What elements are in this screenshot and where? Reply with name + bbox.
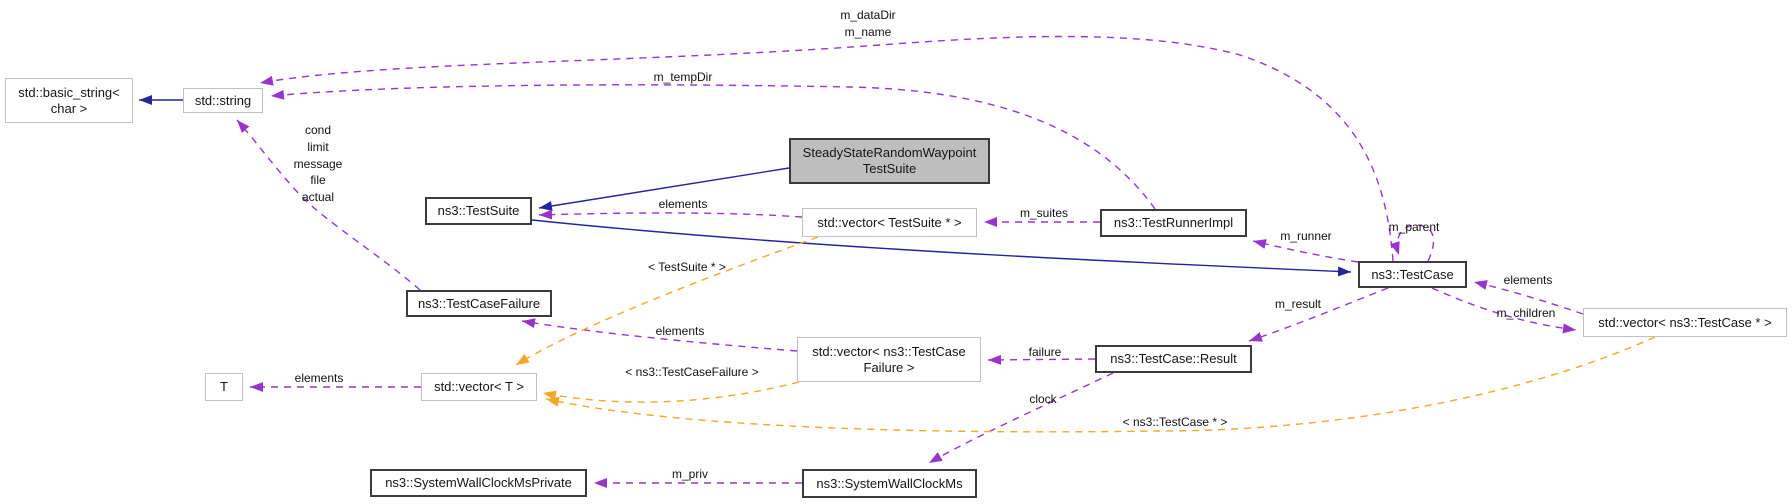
edge-label-m-children: m_children: [1496, 306, 1556, 320]
node-t: T: [205, 373, 243, 401]
edge-m-parent-self-loop: [1390, 224, 1435, 262]
node-steadystate: SteadyStateRandomWaypoint TestSuite: [789, 138, 990, 184]
edge-label-m-tempdir: m_tempDir: [653, 70, 713, 84]
edge-label-tpl-failure: < ns3::TestCaseFailure >: [625, 365, 759, 379]
edge-m-result-edge: [1248, 287, 1389, 342]
edge-label-tpl-testcase: < ns3::TestCase * >: [1122, 415, 1228, 429]
edge-label-elements-testsuite: elements: [658, 197, 708, 211]
edge-m-tempdir-edge: [270, 84, 1156, 210]
edge-label-tpl-testsuite: < TestSuite * >: [648, 260, 726, 274]
node-vector-t: std::vector< T >: [421, 373, 537, 401]
node-std-string: std::string: [183, 88, 263, 113]
edge-label-elements-testcasefailure: elements: [655, 324, 705, 338]
edge-label-m-priv: m_priv: [671, 467, 709, 481]
edge-label-clock: clock: [1029, 392, 1057, 406]
edge-label-cond-stack: cond limit message file actual: [293, 123, 343, 205]
edge-label-m-parent: m_parent: [1388, 220, 1440, 234]
edge-label-m-datadir-m-name: m_dataDir m_name: [840, 8, 896, 39]
node-testcase[interactable]: ns3::TestCase: [1358, 261, 1467, 288]
edge-label-m-result: m_result: [1274, 297, 1322, 311]
edge-label-elements-testcase: elements: [1503, 273, 1553, 287]
node-vector-failure: std::vector< ns3::TestCase Failure >: [797, 337, 981, 382]
edge-elements-to-testcase: [1473, 280, 1584, 315]
edge-m-runner-edge: [1252, 239, 1359, 263]
edge-tpl-testcase-edge: [545, 336, 1656, 433]
node-testsuite[interactable]: ns3::TestSuite: [425, 197, 532, 225]
node-result[interactable]: ns3::TestCase::Result: [1095, 345, 1252, 373]
edge-failure-edge: [987, 354, 1096, 365]
edge-m-datadir-m-name-edge: [259, 35, 1394, 262]
edge-cond-limit-message-file-actual-edge: [236, 119, 421, 291]
edge-label-failure: failure: [1028, 345, 1062, 359]
edge-clock-edge: [928, 372, 1114, 464]
node-wallclock-private[interactable]: ns3::SystemWallClockMsPrivate: [370, 469, 587, 497]
edge-label-m-runner: m_runner: [1280, 229, 1332, 243]
node-testrunnerimpl[interactable]: ns3::TestRunnerImpl: [1100, 209, 1247, 237]
node-basic-string: std::basic_string< char >: [5, 78, 133, 123]
edge-testsuite-inherits-testcase: [531, 219, 1352, 277]
node-vector-testcase: std::vector< ns3::TestCase * >: [1583, 308, 1787, 337]
node-testcasefailure[interactable]: ns3::TestCaseFailure: [406, 290, 552, 317]
node-wallclock[interactable]: ns3::SystemWallClockMs: [802, 469, 977, 498]
edge-m-children-edge: [1431, 287, 1577, 334]
edge-tpl-testsuite-edge: [515, 236, 819, 366]
edge-label-m-suites: m_suites: [1019, 206, 1069, 220]
edge-tpl-failure-edge: [542, 381, 800, 403]
edge-steadystate-inherits-testsuite: [538, 167, 790, 211]
node-vector-testsuite: std::vector< TestSuite * >: [802, 208, 977, 237]
edge-label-elements-t: elements: [294, 371, 344, 385]
edge-elements-to-testsuite: [538, 209, 803, 220]
